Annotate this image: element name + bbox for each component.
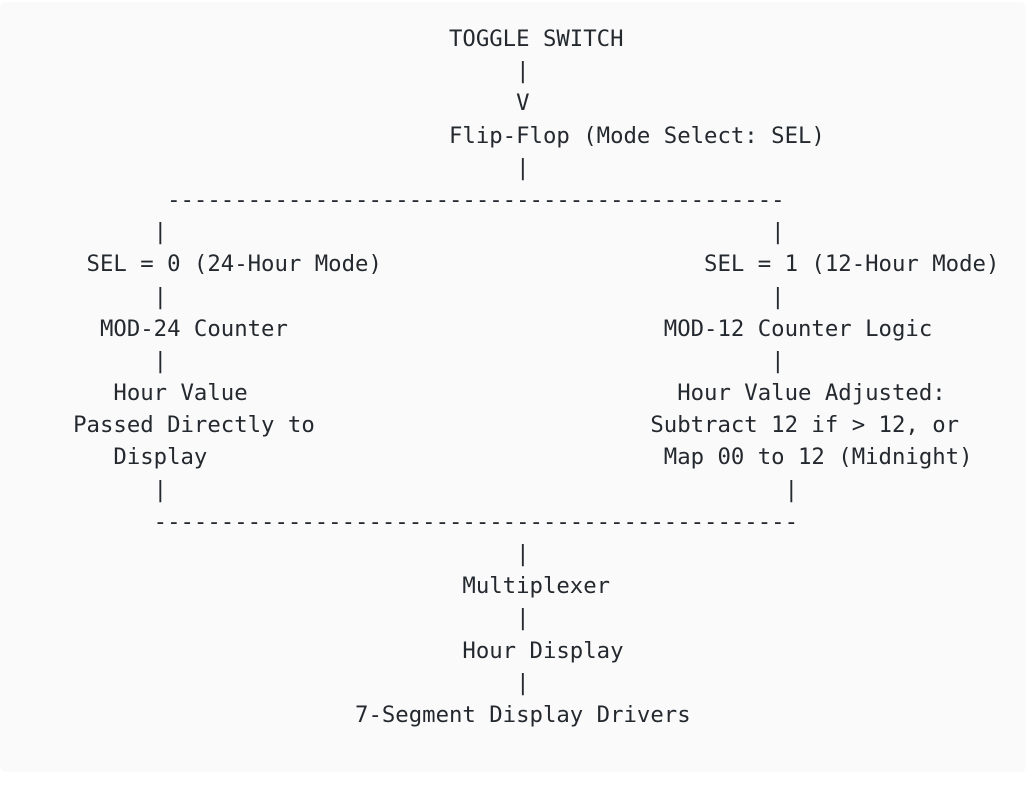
node-flipflop-label: Flip-Flop (Mode Select: SEL) xyxy=(6,122,825,149)
node-multiplexer-label: Multiplexer xyxy=(6,573,611,600)
row-hour-value-labels-2: Passed Directly to Subtract 12 if > 12, … xyxy=(6,412,960,439)
connector-multiplexer-to-display: | xyxy=(6,605,530,632)
connector-merge-to-multiplexer: | xyxy=(6,541,530,567)
node-hour-display-label: Hour Display xyxy=(6,637,624,664)
connector-flipflop-to-branch: | xyxy=(6,154,530,181)
clock-mode-flow-diagram: TOGGLE SWITCH | V Flip-Flop (Mode Select… xyxy=(6,23,1026,731)
connector-toggle-to-flipflop: | xyxy=(6,58,530,85)
branch-split-rule: ----------------------------------------… xyxy=(6,186,785,213)
branch-stems-1: | | xyxy=(6,219,785,246)
connector-display-to-drivers: | xyxy=(6,669,530,696)
branch-stems-4: | | xyxy=(6,476,799,503)
row-hour-value-labels-1: Hour Value Hour Value Adjusted: xyxy=(6,380,946,407)
row-counter-labels: MOD-24 Counter MOD-12 Counter Logic xyxy=(6,315,933,342)
branch-stems-3: | | xyxy=(6,347,785,374)
branch-merge-rule: ----------------------------------------… xyxy=(6,508,799,535)
arrow-down: V xyxy=(6,90,530,117)
row-hour-value-labels-3: Display Map 00 to 12 (Midnight) xyxy=(6,444,973,471)
ascii-diagram-block: TOGGLE SWITCH | V Flip-Flop (Mode Select… xyxy=(0,2,1026,772)
node-toggle-switch-label: TOGGLE SWITCH xyxy=(6,26,624,52)
row-sel-mode-labels: SEL = 0 (24-Hour Mode) SEL = 1 (12-Hour … xyxy=(6,251,1000,278)
branch-stems-2: | | xyxy=(6,283,785,310)
node-display-drivers-label: 7-Segment Display Drivers xyxy=(6,701,691,728)
